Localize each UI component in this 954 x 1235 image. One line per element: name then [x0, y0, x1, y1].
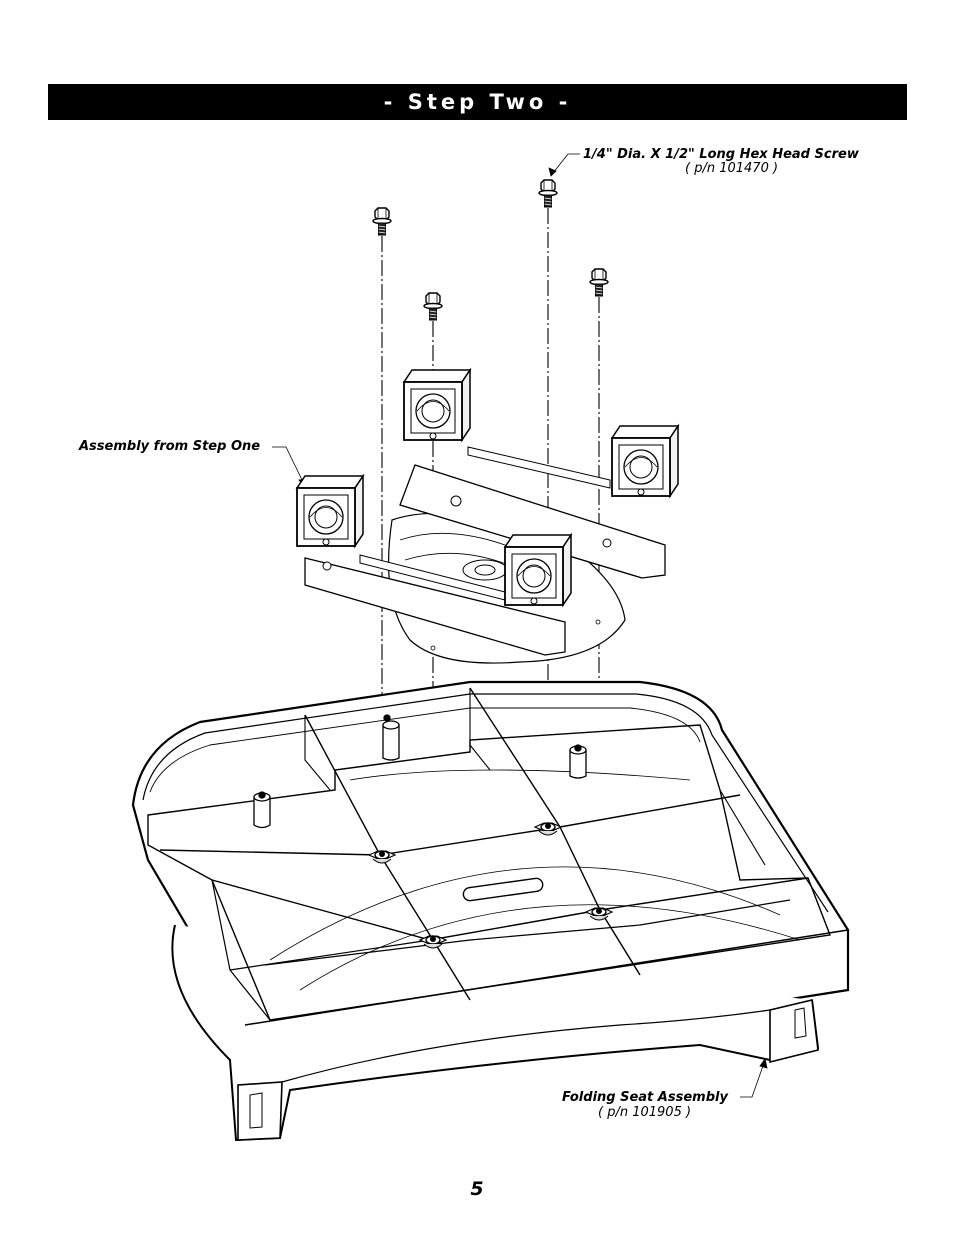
step-header-bar: - Step Two - — [48, 84, 907, 120]
bracket-front-left — [296, 475, 364, 547]
seat-part-number: ( p/n 101905 ) — [598, 1105, 692, 1120]
seat-leader — [740, 1058, 768, 1098]
page-number: 5 — [470, 1178, 484, 1200]
screw-callout-label: 1/4" Dia. X 1/2" Long Hex Head Screw — [583, 147, 859, 162]
folding-seat-assembly — [131, 680, 850, 1142]
screw-4 — [589, 268, 609, 297]
screw-1 — [372, 207, 392, 236]
screw-part-number: ( p/n 101470 ) — [685, 161, 779, 176]
bracket-front-right — [504, 534, 572, 606]
bracket-rear-left — [403, 369, 471, 441]
assembly-callout-label: Assembly from Step One — [79, 439, 261, 454]
screw-leader — [548, 153, 580, 177]
screw-2 — [423, 292, 443, 321]
screw-3 — [538, 179, 558, 208]
bracket-rear-right — [611, 425, 679, 497]
seat-callout-label: Folding Seat Assembly — [562, 1090, 728, 1105]
step-title: - Step Two - — [383, 90, 572, 114]
